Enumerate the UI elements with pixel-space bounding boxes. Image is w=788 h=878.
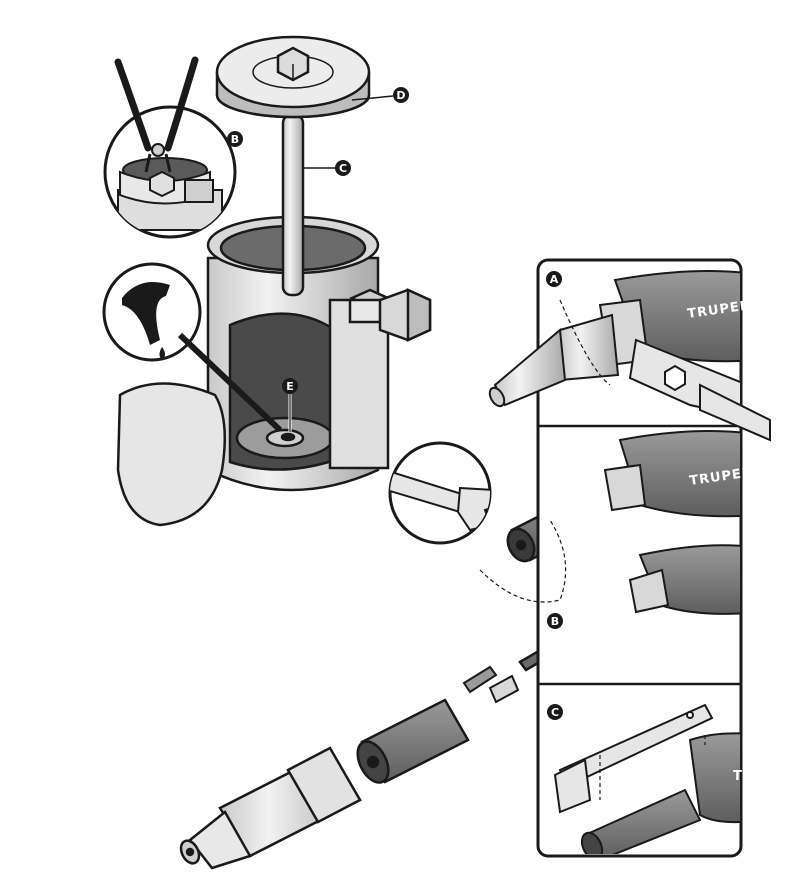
jaw-case <box>356 698 470 784</box>
svg-text:E: E <box>286 380 294 393</box>
callout-c-panel: C <box>547 704 563 720</box>
removed-cover <box>116 382 227 527</box>
piston-disc <box>215 35 371 119</box>
svg-text:C: C <box>339 162 347 175</box>
callout-e: E <box>282 378 298 432</box>
svg-text:B: B <box>231 133 239 146</box>
callout-b-inset: B <box>227 131 243 147</box>
piston-rod <box>281 113 305 297</box>
steps-panel-frame <box>536 258 743 858</box>
inset-pliers <box>103 56 237 239</box>
panel-a-nozzle <box>488 328 567 408</box>
callout-a: A <box>546 271 562 287</box>
panel-b-tool <box>603 430 740 615</box>
jaw-pieces <box>462 665 520 704</box>
inset-open-wrench <box>388 441 492 545</box>
callout-c-rod: C <box>303 160 351 176</box>
svg-text:D: D <box>396 89 405 102</box>
inset-oil-drop <box>102 262 283 433</box>
rotation-arrows <box>479 299 706 800</box>
panel-a-wrench-tail <box>699 383 771 442</box>
callout-d: D <box>351 87 409 103</box>
panel-c-tool <box>553 703 740 854</box>
svg-text:C: C <box>551 706 559 719</box>
svg-text:A: A <box>550 273 559 286</box>
reservoir-cylinder <box>206 215 432 492</box>
callout-b-panel: B <box>547 613 563 629</box>
nose-piece <box>179 746 362 870</box>
svg-text:B: B <box>551 615 559 628</box>
brand-label-c: TRUPER <box>733 769 788 784</box>
